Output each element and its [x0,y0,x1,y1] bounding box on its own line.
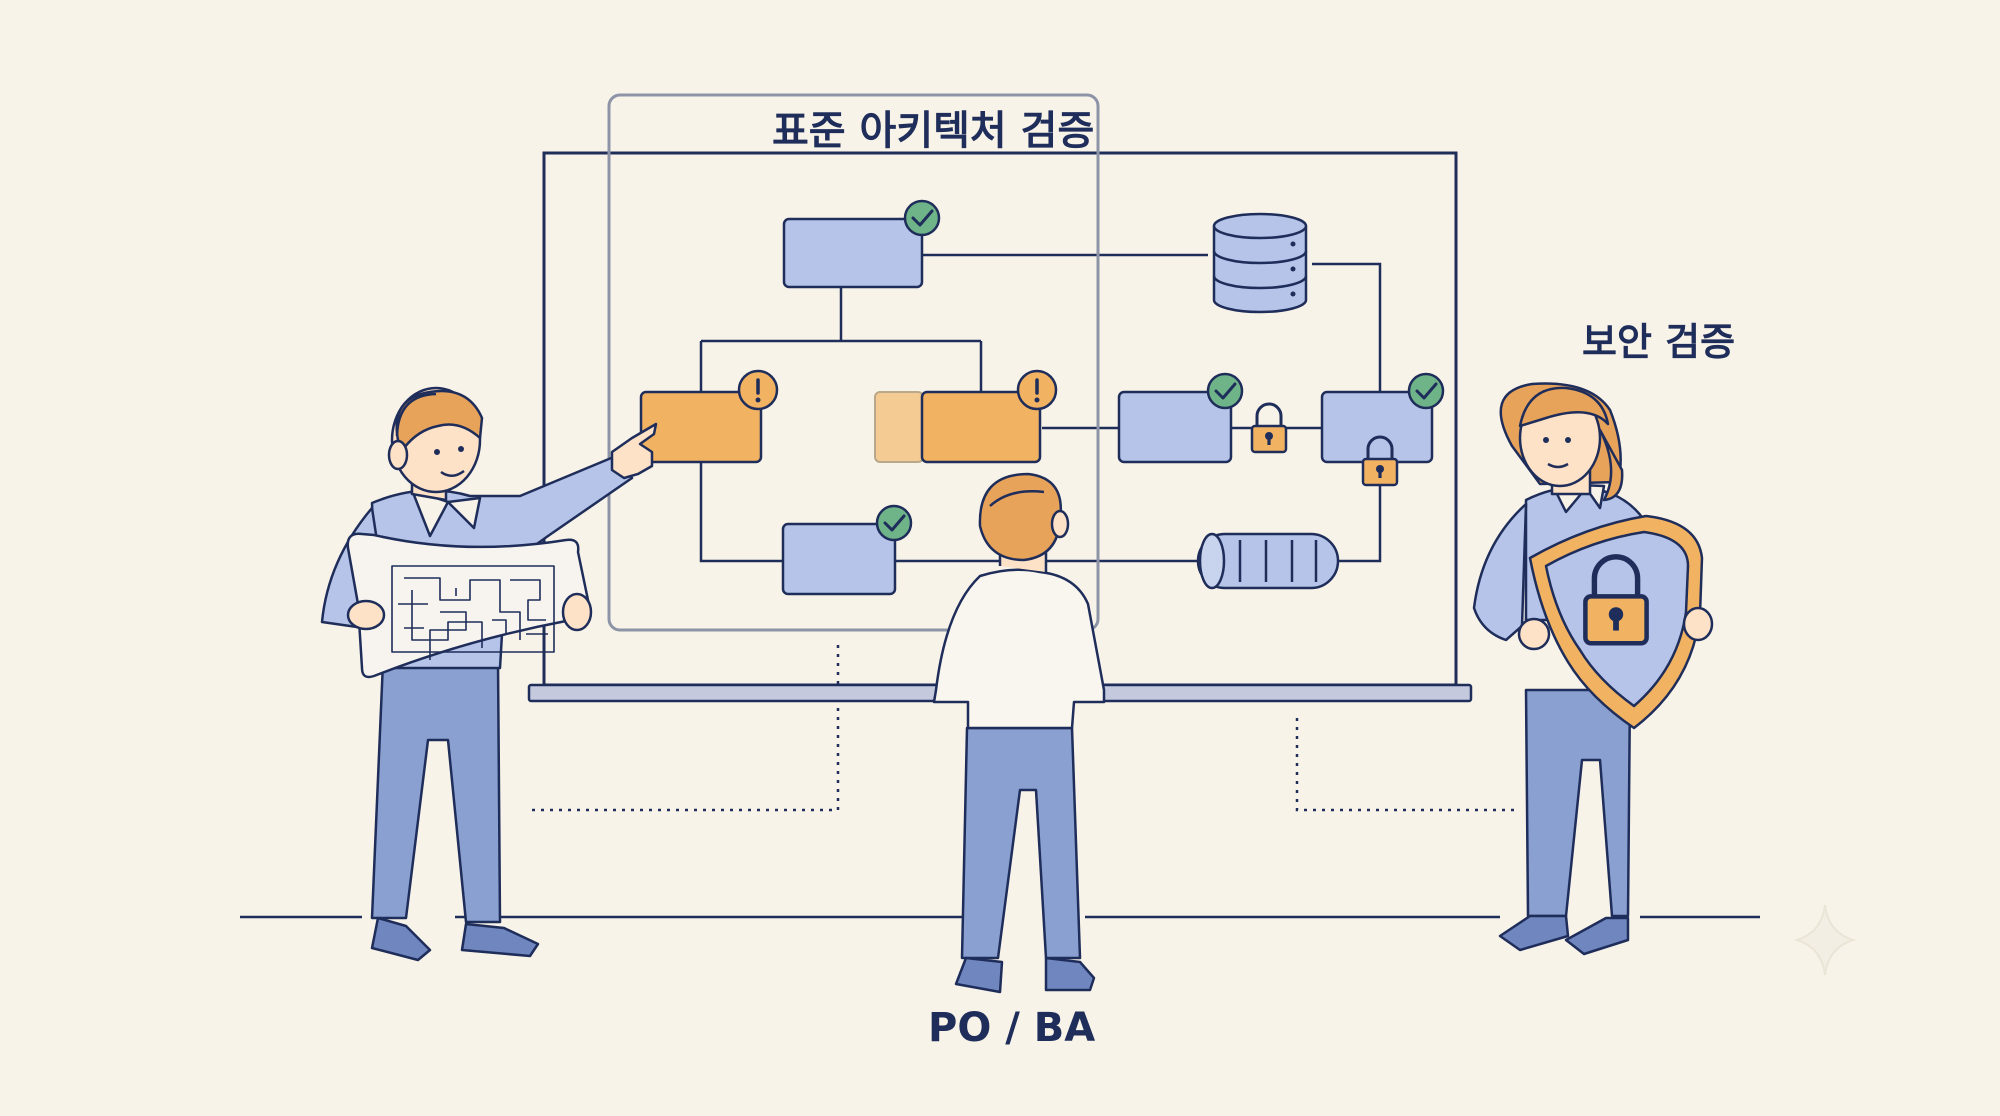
node-bottom-service [781,522,897,596]
message-queue-icon [1196,532,1340,590]
architect-person [320,386,658,962]
database-icon [1212,212,1308,314]
architecture-review-frame [607,93,1100,632]
node-left-service [639,390,763,464]
sparkle-icon [1793,904,1857,976]
lock-icon [1250,402,1288,454]
diagram-connectors [699,253,1382,563]
warning-icon [1016,369,1058,411]
po-ba-label: PO / BA [928,1005,1096,1051]
architecture-review-label: 표준 아키텍처 검증 [772,108,1095,154]
check-icon [1407,372,1445,410]
check-icon [1206,372,1244,410]
node-middle-service [874,390,1042,464]
po-ba-person [932,472,1106,994]
warning-icon [737,369,779,411]
check-icon [903,199,941,237]
node-secure-service-a [1117,390,1233,464]
security-review-label: 보안 검증 [1582,320,1736,364]
node-top-service [782,217,924,289]
check-icon [875,504,913,542]
security-person [1472,382,1714,956]
